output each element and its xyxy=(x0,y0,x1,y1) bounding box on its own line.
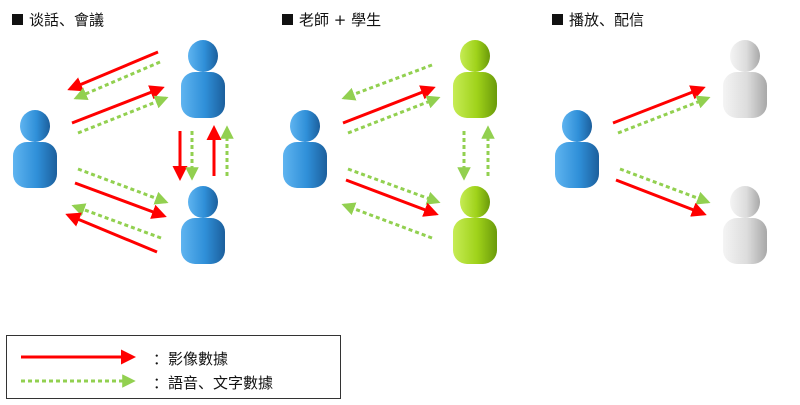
audio-arrow xyxy=(73,60,161,100)
section-title-text: 谈話、會議 xyxy=(29,11,105,29)
video-arrow xyxy=(342,85,436,125)
audio-arrow xyxy=(347,95,441,135)
audio-arrow xyxy=(77,95,169,135)
bullet-square-icon xyxy=(282,14,293,25)
meeting-diagram xyxy=(13,40,234,264)
video-arrow xyxy=(74,181,167,219)
person-icon xyxy=(181,186,225,264)
student-person-icon xyxy=(453,40,497,118)
section-title-broadcast: 播放、配信 xyxy=(552,9,644,30)
audio-arrow xyxy=(77,167,169,205)
bullet-square-icon xyxy=(552,14,563,25)
audio-arrow xyxy=(347,167,441,205)
legend-item-video: ：影像數據 xyxy=(7,346,340,368)
section-title-text: 播放、配信 xyxy=(569,11,645,29)
video-arrow xyxy=(67,50,159,92)
broadcast-diagram xyxy=(555,40,767,264)
person-icon xyxy=(13,110,57,188)
audio-arrow xyxy=(71,203,162,240)
audio-arrow xyxy=(619,167,711,205)
broadcaster-person-icon xyxy=(555,110,599,188)
legend-item-audio: ：語音、文字數據 xyxy=(7,370,340,392)
section-title-text: 老師 + 學生 xyxy=(299,11,382,29)
bullet-square-icon xyxy=(12,14,23,25)
audio-arrow-swatch-icon xyxy=(21,374,136,388)
teacher-person-icon xyxy=(283,110,327,188)
video-arrow xyxy=(615,178,707,217)
person-icon xyxy=(181,40,225,118)
viewer-person-icon xyxy=(723,40,767,118)
section-title-meeting: 谈話、會議 xyxy=(12,9,104,30)
video-arrow-swatch-icon xyxy=(21,349,136,365)
legend: ：影像數據 ：語音、文字數據 xyxy=(6,335,341,399)
audio-arrow xyxy=(617,95,711,135)
section-title-teacher-student: 老師 + 學生 xyxy=(282,9,381,30)
teacher-student-diagram xyxy=(283,40,497,264)
student-person-icon xyxy=(453,186,497,264)
video-arrow xyxy=(65,212,158,254)
video-arrow xyxy=(612,85,706,125)
legend-label: ：影像數據 xyxy=(153,350,229,368)
video-arrow xyxy=(345,178,439,217)
viewer-person-icon xyxy=(723,186,767,264)
audio-arrow xyxy=(341,202,433,240)
video-arrow xyxy=(71,85,165,125)
audio-arrow xyxy=(341,63,433,101)
legend-label: ：語音、文字數據 xyxy=(153,374,274,392)
